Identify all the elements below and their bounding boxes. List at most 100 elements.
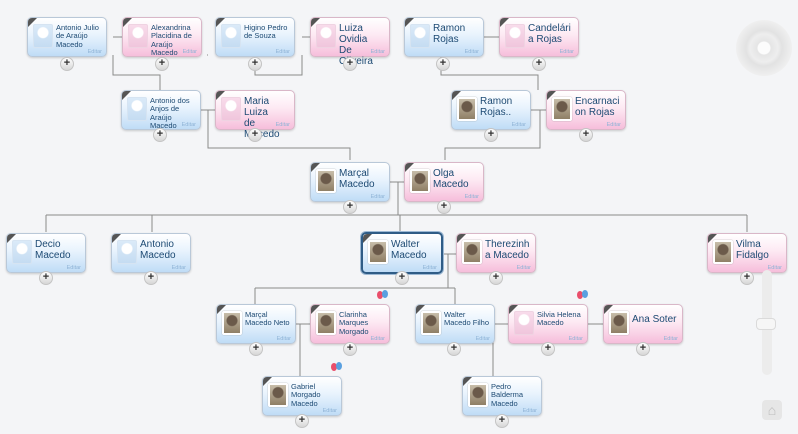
silhouette-male-icon — [33, 24, 53, 48]
edit-link[interactable]: Editar — [276, 336, 291, 342]
profile-photo — [462, 240, 482, 264]
person-card-walter-filho[interactable]: Walter Macedo Filho Editar — [415, 304, 495, 344]
person-name: Marçal Macedo — [339, 168, 375, 190]
expand-button[interactable]: + — [579, 128, 593, 142]
expand-button[interactable]: + — [343, 342, 357, 356]
edit-link[interactable]: Editar — [606, 122, 621, 128]
edit-link[interactable]: Editar — [475, 336, 490, 342]
edit-link[interactable]: Editar — [87, 49, 102, 55]
expand-button[interactable]: + — [541, 342, 555, 356]
person-card-vilma[interactable]: Vilma Fidalgo Editar — [707, 233, 787, 273]
profile-photo — [316, 169, 336, 193]
zoom-slider-handle[interactable] — [756, 318, 776, 330]
expand-button[interactable]: + — [144, 271, 158, 285]
person-card-antonio-macedo[interactable]: Antonio Macedo Editar — [111, 233, 191, 273]
person-name: Antonio Macedo — [140, 239, 176, 261]
expand-button[interactable]: + — [436, 57, 450, 71]
expand-button[interactable]: + — [447, 342, 461, 356]
expand-button[interactable]: + — [39, 271, 53, 285]
person-card-luiza-ovidia[interactable]: Luiza Ovidia De Oliveira Editar — [310, 17, 390, 67]
navigation-pad[interactable]: ⌂ — [750, 388, 794, 432]
person-card-marcal-neto[interactable]: Marçal Macedo Neto Editar — [216, 304, 296, 344]
edit-link[interactable]: Editar — [275, 122, 290, 128]
edit-link[interactable]: Editar — [422, 265, 437, 271]
person-card-clarinha[interactable]: Clarinha Marques Morgado Editar — [310, 304, 390, 344]
expand-button[interactable]: + — [343, 200, 357, 214]
edit-link[interactable]: Editar — [464, 194, 479, 200]
edit-link[interactable]: Editar — [511, 122, 526, 128]
edit-link[interactable]: Editar — [275, 49, 290, 55]
card-corner-icon — [28, 18, 37, 27]
edit-link[interactable]: Editar — [767, 265, 782, 271]
person-card-silvia[interactable]: Silvia Helena Macedo Editar — [508, 304, 588, 344]
expand-button[interactable]: + — [395, 271, 409, 285]
person-name: Higino Pedro de Souza — [244, 23, 288, 41]
birthday-balloon-icon — [377, 290, 389, 304]
expand-button[interactable]: + — [532, 57, 546, 71]
expand-button[interactable]: + — [636, 342, 650, 356]
person-card-pedro[interactable]: Pedro Balderma Macedo Editar — [462, 376, 542, 416]
card-corner-icon — [311, 163, 320, 172]
expand-button[interactable]: + — [484, 128, 498, 142]
edit-link[interactable]: Editar — [516, 265, 531, 271]
person-card-encarnacion[interactable]: Encarnaci on Rojas Editar — [546, 90, 626, 130]
person-card-ana-soter[interactable]: Ana Soter Editar — [603, 304, 683, 344]
edit-link[interactable]: Editar — [464, 49, 479, 55]
person-card-decio[interactable]: Decio Macedo Editar — [6, 233, 86, 273]
edit-link[interactable]: Editar — [663, 336, 678, 342]
person-card-ramon-sr[interactable]: Ramon Rojas Editar — [404, 17, 484, 57]
expand-button[interactable]: + — [249, 342, 263, 356]
expand-button[interactable]: + — [740, 271, 754, 285]
expand-button[interactable]: + — [60, 57, 74, 71]
home-icon[interactable]: ⌂ — [762, 400, 782, 420]
card-corner-icon — [216, 91, 225, 100]
person-name: Walter Macedo Filho — [444, 310, 490, 328]
card-corner-icon — [217, 305, 226, 314]
person-card-ramon-jr[interactable]: Ramon Rojas.. Editar — [451, 90, 531, 130]
expand-button[interactable]: + — [489, 271, 503, 285]
profile-photo — [609, 311, 629, 335]
expand-button[interactable]: + — [153, 128, 167, 142]
person-card-maria-luiza[interactable]: Maria Luiza de Macedo Editar — [215, 90, 295, 140]
person-card-alexandrina[interactable]: Alexandrina Placidina de Araújo Macedo E… — [122, 17, 202, 57]
edit-link[interactable]: Editar — [181, 122, 196, 128]
person-card-gabriel[interactable]: Gabriel Morgado Macedo Editar — [262, 376, 342, 416]
edit-link[interactable]: Editar — [522, 408, 537, 414]
edit-link[interactable]: Editar — [322, 408, 337, 414]
person-name: Antonio dos Anjos de Araújo Macedo — [150, 96, 190, 130]
edit-link[interactable]: Editar — [559, 49, 574, 55]
edit-link[interactable]: Editar — [568, 336, 583, 342]
person-card-walter-selected[interactable]: Walter Macedo Editar — [361, 232, 443, 274]
edit-link[interactable]: Editar — [370, 49, 385, 55]
expand-button[interactable]: + — [343, 57, 357, 71]
profile-photo — [410, 169, 430, 193]
person-card-antonio-anjos[interactable]: Antonio dos Anjos de Araújo Macedo Edita… — [121, 90, 201, 130]
pan-control[interactable] — [736, 20, 792, 76]
edit-link[interactable]: Editar — [370, 336, 385, 342]
edit-link[interactable]: Editar — [171, 265, 186, 271]
person-card-olga[interactable]: Olga Macedo Editar — [404, 162, 484, 202]
edit-link[interactable]: Editar — [66, 265, 81, 271]
expand-button[interactable]: + — [248, 57, 262, 71]
edit-link[interactable]: Editar — [182, 49, 197, 55]
person-card-marcal[interactable]: Marçal Macedo Editar — [310, 162, 390, 202]
edit-link[interactable]: Editar — [370, 194, 385, 200]
expand-button[interactable]: + — [437, 200, 451, 214]
person-card-higino[interactable]: Higino Pedro de Souza Editar — [215, 17, 295, 57]
profile-photo — [421, 311, 441, 335]
expand-button[interactable]: + — [155, 57, 169, 71]
person-name: Therezinh a Macedo — [485, 239, 530, 261]
card-corner-icon — [509, 305, 518, 314]
silhouette-male-icon — [221, 24, 241, 48]
card-corner-icon — [416, 305, 425, 314]
expand-button[interactable]: + — [295, 414, 309, 428]
person-name: Silvia Helena Macedo — [537, 310, 581, 328]
expand-button[interactable]: + — [248, 128, 262, 142]
person-name: Candelári a Rojas — [528, 23, 571, 45]
person-card-therezinha[interactable]: Therezinh a Macedo Editar — [456, 233, 536, 273]
profile-photo — [552, 97, 572, 121]
person-card-candelaria[interactable]: Candelári a Rojas Editar — [499, 17, 579, 57]
expand-button[interactable]: + — [495, 414, 509, 428]
person-card-antonio-julio[interactable]: Antonio Julio de Araújo Macedo Editar — [27, 17, 107, 57]
